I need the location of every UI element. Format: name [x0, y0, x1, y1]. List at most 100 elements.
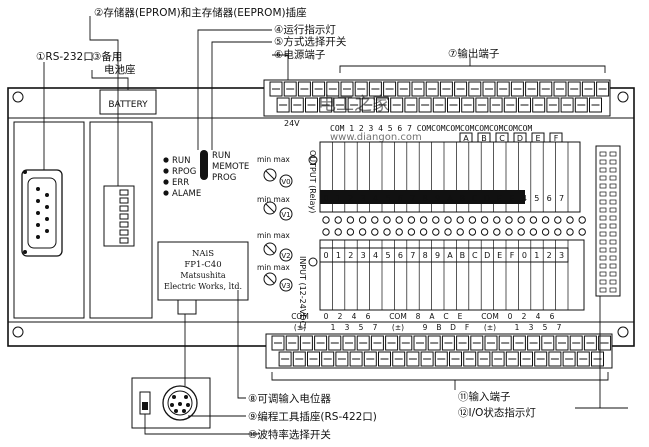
mode-run: RUN: [212, 151, 231, 161]
callout-run-led: ④运行指示灯: [274, 23, 336, 36]
output-terminal-block: 24V COM 1 2 3 4 5 6 7 COMCOMCOMCOMCOMCOM…: [263, 79, 611, 144]
nameplate-maker1: Matsushita: [180, 271, 225, 280]
input-terminal-bot: D: [450, 323, 456, 332]
input-led-label: 9: [435, 251, 440, 260]
io-indicator-dots: [322, 216, 586, 236]
svg-text:V1: V1: [281, 211, 290, 219]
callout-input-terminal: ⑪输入端子: [458, 390, 511, 403]
output-led-label: D: [484, 194, 490, 203]
input-led-label: 2: [348, 251, 353, 260]
callout-mode-switch: ⑤方式选择开关: [274, 35, 347, 48]
output-led-label: 5: [385, 194, 390, 203]
input-terminal-bot: 1: [331, 323, 336, 332]
input-led-label: 6: [398, 251, 403, 260]
input-led-label: 1: [534, 251, 539, 260]
output-header: COM 1 2 3 4 5 6 7 COMCOMCOMCOMCOMCOMCOMC…: [330, 124, 532, 133]
memory-socket-cover: [89, 121, 153, 319]
led-alame: ALAME: [172, 189, 201, 199]
output-letter: F: [554, 134, 559, 143]
rs232-port: [21, 169, 63, 257]
pot-v0[interactable]: min max V0: [257, 155, 293, 188]
output-led-label: F: [510, 194, 515, 203]
output-led-label: 7: [559, 194, 564, 203]
input-led-label: 0: [522, 251, 527, 260]
input-terminal-top: 2: [522, 312, 527, 321]
pot-v3[interactable]: min max V3: [257, 263, 293, 292]
input-terminal-bot: (±): [484, 323, 496, 332]
led-err: ERR: [172, 178, 189, 188]
output-led-label: 2: [348, 194, 353, 203]
input-terminal-bot: 7: [557, 323, 562, 332]
left-cover: [13, 121, 85, 319]
input-led-label: F: [510, 251, 515, 260]
callout-power-terminal: ⑥电源端子: [274, 48, 325, 61]
nameplate: [157, 241, 249, 301]
input-terminal-top: 0: [508, 312, 513, 321]
callout-pot: ⑧可调输入电位器: [248, 392, 331, 405]
output-led-label: 7: [410, 194, 415, 203]
nameplate-brand: NAiS: [192, 249, 214, 259]
input-terminal-top: C: [443, 312, 448, 321]
output-led-label: 9: [435, 194, 440, 203]
input-led-label: 1: [336, 251, 341, 260]
rs232-connector: [27, 177, 57, 249]
memory-socket-pins: [119, 189, 129, 244]
input-led-label: E: [497, 251, 502, 260]
mount-hole-bl: [12, 326, 24, 338]
output-status-bar: [320, 190, 525, 204]
svg-text:min max: min max: [257, 155, 290, 164]
callout-baud-switch: ⑩波特率选择开关: [248, 428, 331, 441]
input-led-label: A: [447, 251, 453, 260]
pot-v2[interactable]: min max V2: [257, 231, 293, 262]
expansion-connector-pins: [599, 151, 617, 293]
battery-label: BATTERY: [108, 100, 148, 110]
output-led-label: 6: [547, 194, 552, 203]
input-led-label: 7: [410, 251, 415, 260]
input-terminal-top: COM: [291, 312, 309, 321]
mode-prog: PROG: [212, 173, 236, 183]
power-voltage: 24V: [284, 119, 300, 128]
nameplate-maker2: Electric Works, ltd.: [164, 282, 242, 291]
callout-memory-socket: ②存储器(EPROM)和主存储器(EEPROM)插座: [94, 6, 307, 19]
input-terminal-top: 4: [352, 312, 357, 321]
watermark-logo: 电工之家: [318, 94, 390, 115]
input-terminal-bot: (±): [392, 323, 404, 332]
output-led-label: 0: [323, 194, 328, 203]
input-led-label: C: [472, 251, 478, 260]
svg-text:min max: min max: [257, 195, 290, 204]
mount-hole-br: [617, 326, 629, 338]
input-terminal-bot: 1: [515, 323, 520, 332]
mode-memote: MEMOTE: [212, 162, 249, 172]
pot-v1[interactable]: min max V1: [257, 195, 293, 221]
input-terminal-bot: 5: [543, 323, 548, 332]
input-terminal-top: 8: [416, 312, 421, 321]
input-terminal-bot: B: [436, 323, 441, 332]
input-terminal-top: 6: [550, 312, 555, 321]
callout-battery-2: 电池座: [104, 63, 136, 76]
output-led-label: C: [472, 194, 478, 203]
output-letter: E: [535, 134, 540, 143]
output-led-label: 3: [361, 194, 366, 203]
mode-select-switch[interactable]: RUN MEMOTE PROG: [200, 150, 249, 183]
input-led-label: D: [484, 251, 490, 260]
input-terminal-top: COM: [481, 312, 499, 321]
output-led-label: E: [497, 194, 502, 203]
callout-io-leds: ⑫I/O状态指示灯: [458, 406, 536, 419]
led-run: RUN: [172, 156, 191, 166]
input-led-label: 5: [385, 251, 390, 260]
output-led-label: 5: [534, 194, 539, 203]
input-terminal-bot: 3: [529, 323, 534, 332]
svg-text:V3: V3: [281, 282, 290, 290]
output-letter: B: [481, 134, 487, 143]
output-led-label: B: [460, 194, 466, 203]
input-terminal-top: 4: [536, 312, 541, 321]
svg-text:V2: V2: [281, 252, 290, 260]
prog-port-slot: [177, 299, 197, 315]
svg-text:V0: V0: [281, 178, 290, 186]
watermark-url: www.diangon.com: [330, 132, 422, 143]
input-led-label: 3: [559, 251, 564, 260]
input-terminal-top: A: [429, 312, 435, 321]
callout-rs232: ①RS-232口: [36, 51, 94, 63]
